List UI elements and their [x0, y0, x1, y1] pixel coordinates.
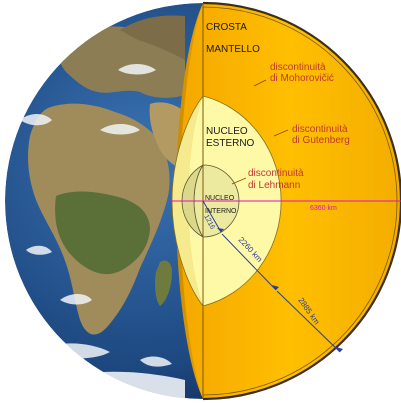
- inner-core-label-line1: NUCLEO: [205, 195, 235, 202]
- madagascar-landmass: [155, 260, 172, 306]
- mantle-measure-line: [276, 290, 341, 353]
- gutenberg-label-line2: di Gutenberg: [292, 135, 350, 146]
- gutenberg-pointer: [273, 129, 289, 137]
- lehmann-pointer: [231, 177, 247, 185]
- lehmann-label-line2: di Lehmann: [248, 180, 300, 191]
- outer-core-boundary: [171, 95, 282, 307]
- gutenberg-label-line1: discontinuità: [292, 124, 348, 135]
- lehmann-label-line1: discontinuità: [248, 168, 304, 179]
- arabia-landmass: [149, 102, 185, 170]
- earth-radius-label: 6360 km: [310, 205, 337, 212]
- outer-core-measure-line: [221, 233, 277, 291]
- mohorovicic-label-line2: di Mohorovičić: [270, 73, 334, 84]
- measure-arrow-3: [336, 347, 343, 352]
- africa-green-belt: [55, 191, 150, 275]
- measure-arrow-1: [217, 228, 224, 232]
- antarctic-clouds: [40, 371, 185, 399]
- inner-core-label-line2: INTERNO: [205, 208, 237, 215]
- crust-outline: [202, 1, 401, 401]
- outer-core-label-line1: NUCLEO: [206, 126, 248, 137]
- asia-landmass: [120, 15, 185, 61]
- crust-label: CROSTA: [206, 22, 247, 33]
- moho-pointer: [253, 79, 267, 87]
- mantle-label: MANTELLO: [206, 44, 260, 55]
- mohorovicic-label-line1: discontinuità: [270, 62, 326, 73]
- measure-arrow-2: [272, 285, 279, 290]
- outer-core-label-line2: ESTERNO: [206, 138, 255, 149]
- inner-core-measure-line: [202, 200, 222, 233]
